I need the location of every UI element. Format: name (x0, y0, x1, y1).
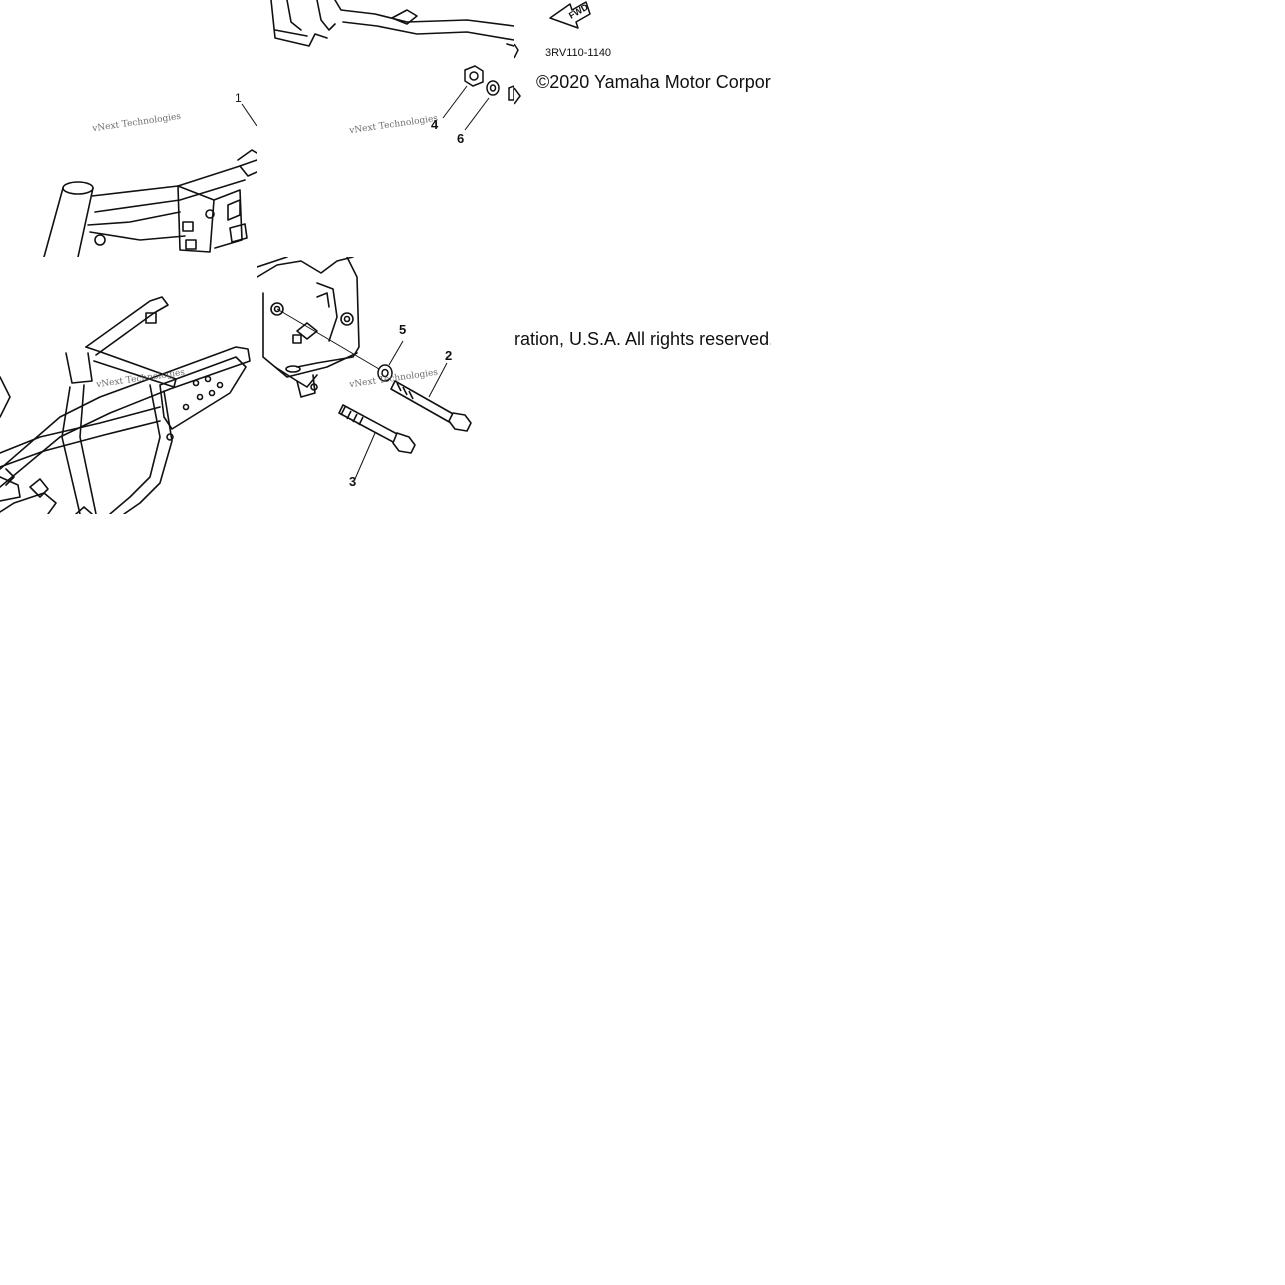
callout-6: 6 (457, 131, 465, 146)
diagram-tile-middle-left: vNext Technologies (0, 257, 257, 514)
part-code: 3RV110-1140 (545, 47, 612, 59)
callout-1: 1 (235, 91, 242, 105)
frame-rear-drawing (270, 0, 514, 131)
diagram-tile-center: 5 2 3 vNext Technologies (257, 257, 514, 514)
copyright-right: ration, U.S.A. All rights reserved. (514, 329, 771, 349)
frame-lower-drawing (0, 296, 251, 514)
callout-5: 5 (399, 322, 407, 337)
fwd-arrow-icon: FWD (514, 1, 591, 105)
callout-3: 3 (349, 474, 357, 489)
diagram-tile-middle-right: ration, U.S.A. All rights reserved. (514, 257, 771, 514)
copyright-left: ©2020 Yamaha Motor Corpor (536, 72, 771, 92)
frame-front-drawing (43, 103, 257, 257)
diagram-tile-top-right: FWD 3RV110-1140 ©2020 Yamaha Motor Corpo… (514, 0, 771, 257)
diagram-tile-top-middle: 4 6 vNext Technologies (257, 0, 514, 257)
callout-2: 2 (445, 348, 453, 363)
callout-4: 4 (431, 117, 439, 132)
mount-bracket-drawing (257, 257, 472, 480)
diagram-tile-top-left: 1 vNext Technologies (0, 0, 257, 257)
